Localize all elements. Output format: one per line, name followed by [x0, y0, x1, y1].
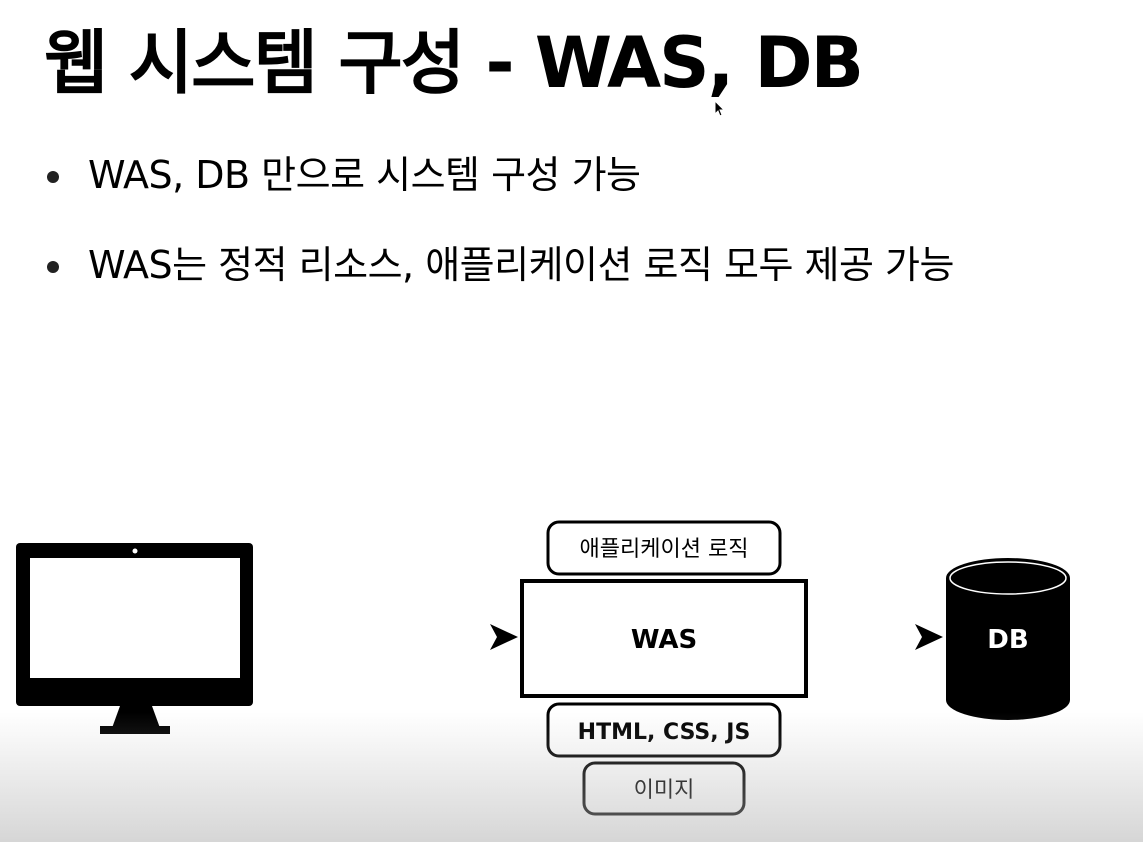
db-label: DB: [987, 625, 1028, 655]
mouse-cursor-icon: [714, 100, 726, 117]
bullet-item-1: WAS, DB 만으로 시스템 구성 가능: [44, 150, 954, 200]
image-label: 이미지: [634, 778, 695, 803]
app-logic-label: 애플리케이션 로직: [580, 537, 749, 562]
static-resources-label: HTML, CSS, JS: [578, 720, 751, 745]
page-title: 웹 시스템 구성 - WAS, DB: [44, 22, 864, 104]
was-box: WAS: [520, 579, 808, 698]
bullet-list: WAS, DB 만으로 시스템 구성 가능 WAS는 정적 리소스, 애플리케이…: [44, 150, 954, 330]
image-box: 이미지: [582, 761, 746, 816]
bullet-item-2: WAS는 정적 리소스, 애플리케이션 로직 모두 제공 가능: [44, 240, 954, 290]
static-resources-box: HTML, CSS, JS: [546, 702, 782, 758]
was-label: WAS: [631, 625, 697, 655]
monitor-icon: [16, 543, 253, 734]
database-cylinder-icon: DB: [946, 558, 1070, 720]
arrow-right-icon: [808, 624, 943, 650]
arrow-right-icon: [255, 624, 518, 650]
app-logic-box: 애플리케이션 로직: [546, 520, 782, 576]
